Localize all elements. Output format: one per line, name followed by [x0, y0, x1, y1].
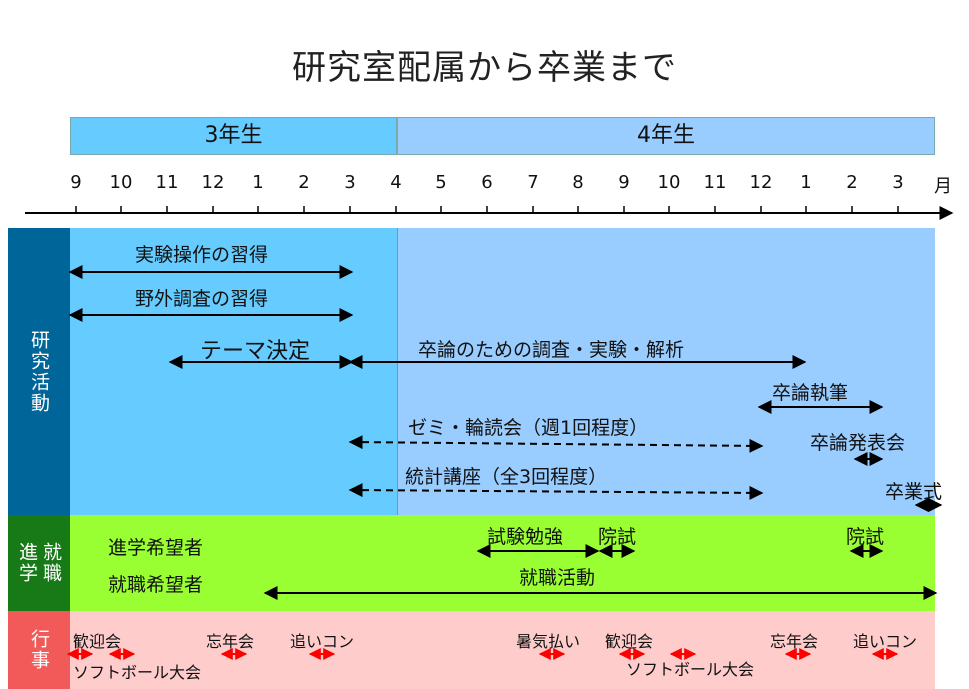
month-label: 1 — [252, 172, 264, 193]
month-label: 2 — [298, 172, 310, 193]
label-grad-exam1: 院試 — [598, 526, 637, 548]
label-welcome1: 歓迎会 — [73, 632, 122, 651]
label-yagai: 野外調査の習得 — [135, 288, 269, 310]
label-bonenkai1: 忘年会 — [206, 632, 255, 651]
label-shushoku-kibo: 就職希望者 — [108, 574, 204, 596]
year-4-band: 4年生 — [397, 117, 935, 155]
category-shushoku-label: 就職 — [40, 542, 62, 584]
arrow-statistics — [348, 483, 764, 500]
month-label: 10 — [109, 172, 133, 193]
label-shochu: 暑気払い — [516, 632, 581, 651]
label-job-hunting: 就職活動 — [519, 567, 596, 589]
label-softball2: ソフトボール大会 — [626, 660, 755, 679]
label-bonenkai2: 忘年会 — [770, 632, 819, 651]
label-theme: テーマ決定 — [200, 339, 311, 364]
label-exam-study: 試験勉強 — [487, 526, 564, 548]
label-grad-exam2: 院試 — [846, 526, 885, 548]
label-welcome2: 歓迎会 — [605, 632, 654, 651]
month-label: 5 — [435, 172, 447, 193]
month-label: 10 — [657, 172, 681, 193]
month-label: 9 — [618, 172, 630, 193]
month-label: 6 — [481, 172, 493, 193]
month-label: 12 — [749, 172, 773, 193]
category-research-label: 研究活動 — [28, 329, 50, 414]
label-seminar: ゼミ・輪読会（週1回程度） — [408, 417, 649, 439]
time-axis-ticks — [75, 206, 899, 213]
label-jikken: 実験操作の習得 — [135, 244, 269, 266]
label-oikon1: 追いコン — [290, 632, 355, 651]
label-presentation: 卒論発表会 — [810, 432, 906, 454]
category-research: 研究活動 — [8, 228, 70, 515]
label-sotsuron-research: 卒論のための調査・実験・解析 — [418, 339, 685, 361]
label-statistics: 統計講座（全3回程度） — [405, 466, 608, 488]
month-label: 9 — [70, 172, 82, 193]
category-shingaku-label: 進学 — [16, 542, 38, 584]
month-label: 12 — [201, 172, 225, 193]
month-unit-label: 月 — [934, 176, 952, 197]
label-graduation: 卒業式 — [885, 481, 943, 503]
diagram-title: 研究室配属から卒業まで — [292, 48, 677, 88]
month-label: 7 — [527, 172, 539, 193]
category-career: 進学 就職 — [8, 515, 70, 611]
month-label: 8 — [572, 172, 584, 193]
month-label: 11 — [703, 172, 727, 193]
month-label: 3 — [892, 172, 904, 193]
category-events-label: 行事 — [28, 629, 50, 671]
category-events: 行事 — [8, 611, 70, 689]
month-label: 2 — [846, 172, 858, 193]
month-label: 4 — [390, 172, 402, 193]
month-label: 3 — [344, 172, 356, 193]
arrow-seminar — [348, 435, 764, 453]
research-area-year4 — [397, 228, 935, 515]
month-label: 11 — [155, 172, 179, 193]
label-shingaku-kibo: 進学希望者 — [108, 537, 204, 559]
year-3-band: 3年生 — [70, 117, 397, 155]
label-shippitsu: 卒論執筆 — [772, 382, 849, 404]
label-softball1: ソフトボール大会 — [73, 663, 202, 682]
month-label: 1 — [800, 172, 812, 193]
label-oikon2: 追いコン — [853, 632, 918, 651]
